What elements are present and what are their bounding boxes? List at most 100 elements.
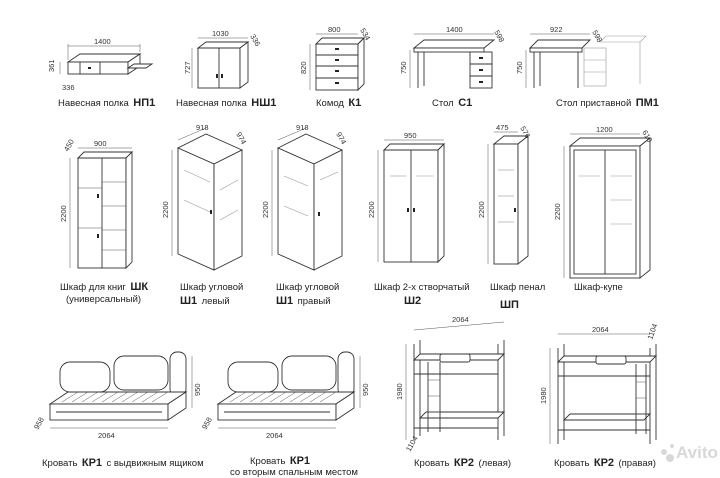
caption-code: К1 — [348, 97, 361, 109]
dim-depth: 336 — [62, 83, 75, 92]
item-side-table-pm1: 922 598 750 Стол приставной ПМ1 — [515, 25, 659, 110]
caption-text: Стол приставной — [556, 98, 631, 109]
caption-text: Шкаф пенал — [490, 282, 545, 293]
slats — [229, 391, 337, 403]
dim-width: 922 — [550, 25, 563, 34]
dim-depth: 958 — [200, 416, 214, 431]
caption-code: КР1 — [82, 457, 102, 469]
item-caption: Стол приставной ПМ1 — [556, 93, 659, 110]
item-caption: Шкаф угловой — [276, 282, 339, 293]
dim-width: 2064 — [592, 325, 609, 334]
dim-height: 750 — [399, 61, 408, 74]
item-bookcase-shk: 900 450 2200 Шкаф для книг ШК (универсал… — [59, 138, 148, 305]
dim-width: 1400 — [94, 37, 111, 46]
dim-height: 727 — [183, 61, 192, 74]
dim-height: 2200 — [161, 201, 170, 218]
caption-text: Шкаф угловой — [180, 282, 243, 293]
item-bunk-bed-kr2-left: 2064 1980 1104 Кровать КР2 (левая) — [395, 315, 511, 470]
dim-height: 1980 — [539, 387, 548, 404]
item-pencil-case-shp: 475 576 2200 Шкаф пенал ШП — [477, 123, 545, 311]
item-caption: Шкаф для книг ШК — [60, 277, 148, 294]
caption-suffix: левый — [202, 296, 230, 307]
avito-watermark: Avito — [661, 443, 718, 462]
dim-depth: 1104 — [404, 435, 420, 453]
caption-code: НП1 — [133, 97, 155, 109]
item-bed-kr1-drawer: 2064 950 958 Кровать КР1 с выдвижным ящи… — [32, 351, 204, 470]
dim-height: 1980 — [395, 383, 404, 400]
caption-code: Ш1 — [276, 295, 293, 307]
dim-depth: 974 — [234, 131, 248, 146]
item-wardrobe-sh2: 950 2200 Шкаф 2-х створчатый Ш2 — [367, 131, 470, 307]
caption-code: ШП — [500, 299, 519, 311]
dim-height: 750 — [515, 61, 524, 74]
caption-text: Шкаф 2-х створчатый — [374, 282, 470, 293]
watermark-dot-icon — [661, 449, 667, 455]
item-caption: Шкаф 2-х створчатый — [374, 282, 470, 293]
item-wall-shelf-np1: 1400 361 336 Навесная полка НП1 — [47, 37, 155, 109]
item-caption-line2: ШП — [500, 299, 519, 311]
caption-code: ПМ1 — [636, 97, 659, 109]
item-caption-line2: Ш1 правый — [276, 291, 331, 308]
ladder — [635, 364, 647, 434]
slats — [61, 391, 169, 403]
item-caption: Кровать КР2 (левая) — [414, 453, 511, 470]
dim-width: 800 — [328, 25, 341, 34]
dim-width: 918 — [296, 123, 309, 132]
dim-width: 2064 — [98, 431, 115, 440]
item-caption: Стол С1 — [432, 93, 472, 110]
caption-code: КР1 — [290, 455, 310, 467]
caption-text: Комод — [316, 98, 344, 109]
item-wall-cabinet-nsh1: 1030 727 336 Навесная полка НШ1 — [176, 29, 276, 109]
item-caption: Шкаф угловой — [180, 282, 243, 293]
dim-depth: 958 — [32, 416, 46, 431]
dim-height: 2200 — [59, 205, 68, 222]
dim-depth: 450 — [62, 138, 76, 153]
dim-height: 820 — [299, 61, 308, 74]
caption-text: Навесная полка — [58, 98, 130, 109]
item-caption: Кровать КР1 с выдвижным ящиком — [42, 453, 204, 470]
dim-width: 950 — [404, 131, 417, 140]
caption-code: ШК — [130, 281, 148, 293]
dim-height: 2200 — [553, 203, 562, 220]
caption-code: С1 — [458, 97, 472, 109]
dim-depth: 598 — [590, 29, 604, 44]
item-caption: Комод К1 — [316, 93, 361, 110]
caption-text: Кровать — [42, 458, 77, 469]
caption-suffix: правый — [298, 296, 331, 307]
dim-height: 2200 — [261, 201, 270, 218]
item-caption: Шкаф-купе — [574, 282, 623, 293]
item-dresser-k1: 800 534 820 Комод К1 — [299, 25, 372, 110]
item-corner-wardrobe-sh1-right: 918 974 2200 Шкаф угловой Ш1 правый — [261, 123, 348, 308]
caption-code: КР2 — [454, 457, 474, 469]
item-corner-wardrobe-sh1-left: 918 974 2200 Шкаф угловой Ш1 левый — [161, 123, 248, 308]
dim-width: 918 — [196, 123, 209, 132]
watermark-dot-icon — [670, 444, 674, 448]
caption-suffix: с выдвижным ящиком — [107, 458, 204, 469]
dim-width: 1200 — [596, 125, 613, 134]
caption-suffix: (левая) — [479, 458, 512, 469]
dim-width: 900 — [94, 139, 107, 148]
caption-text: Шкаф для книг — [60, 282, 126, 293]
caption-code: НШ1 — [251, 97, 276, 109]
dim-height: 2200 — [477, 201, 486, 218]
dim-depth: 598 — [492, 29, 506, 44]
dim-width: 2064 — [266, 431, 283, 440]
watermark-dot-icon — [666, 454, 674, 462]
dim-height: 2200 — [367, 201, 376, 218]
caption-text: Навесная полка — [176, 98, 248, 109]
dim-width: 1030 — [212, 29, 229, 38]
ladder — [427, 362, 441, 432]
caption-text: Кровать — [554, 458, 589, 469]
item-caption: Кровать КР2 (правая) — [554, 453, 656, 470]
item-caption-line2: Ш1 левый — [180, 291, 230, 308]
item-bed-kr1-second-berth: 2064 950 958 Кровать КР1 со вторым спаль… — [200, 351, 370, 478]
dim-depth: 336 — [248, 33, 262, 48]
caption-line2: (универсальный) — [66, 294, 141, 305]
caption-text: Стол — [432, 98, 454, 109]
item-bunk-bed-kr2-right: 2064 1980 1104 Кровать КР2 (правая) — [539, 322, 659, 470]
dim-width: 1400 — [446, 25, 463, 34]
dim-depth: 1104 — [645, 322, 659, 340]
caption-line2: со вторым спальным местом — [230, 467, 358, 478]
caption-suffix: (правая) — [619, 458, 656, 469]
